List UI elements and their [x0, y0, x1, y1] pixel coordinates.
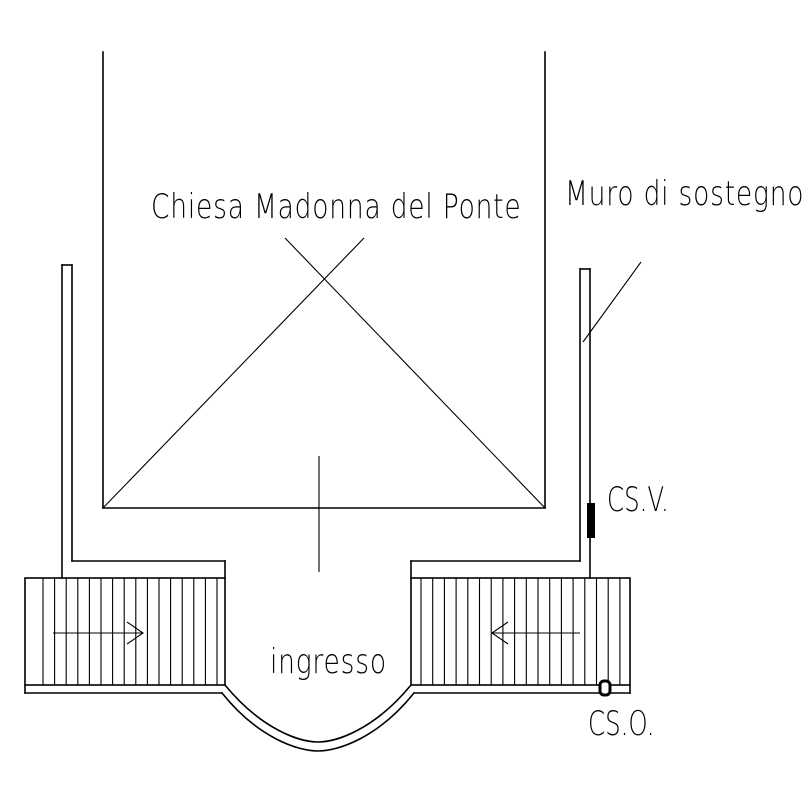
entrance-label: ingresso	[270, 642, 387, 682]
right-staircase	[410, 577, 631, 686]
right-retaining-wall	[410, 261, 642, 579]
church-outline	[102, 51, 546, 509]
left-retaining-wall	[61, 264, 226, 579]
right-stair-box	[410, 577, 631, 686]
left-stair-treads	[42, 578, 218, 685]
cso-label: CS.O.	[588, 704, 655, 744]
retaining-wall-leader	[582, 261, 642, 343]
triangle-right-edge	[284, 237, 546, 509]
entrance-curve-outer	[220, 691, 416, 752]
right-stair-treads	[420, 578, 621, 685]
left-staircase	[24, 577, 226, 686]
triangle-left-edge	[102, 237, 365, 509]
csv-marker	[587, 503, 595, 538]
left-stair-arrow-head	[126, 621, 144, 645]
left-stair-box	[24, 577, 226, 686]
right-stair-arrow-head	[491, 621, 509, 645]
church-triangle	[102, 237, 546, 572]
retaining-wall-label: Muro di sostegno	[565, 174, 805, 214]
cso-marker	[598, 679, 612, 697]
church-name-label: Chiesa Madonna del Ponte	[151, 187, 522, 227]
csv-label: CS.V.	[607, 480, 669, 520]
entrance-curve-inner	[223, 683, 413, 743]
entrance-platform	[24, 683, 631, 752]
